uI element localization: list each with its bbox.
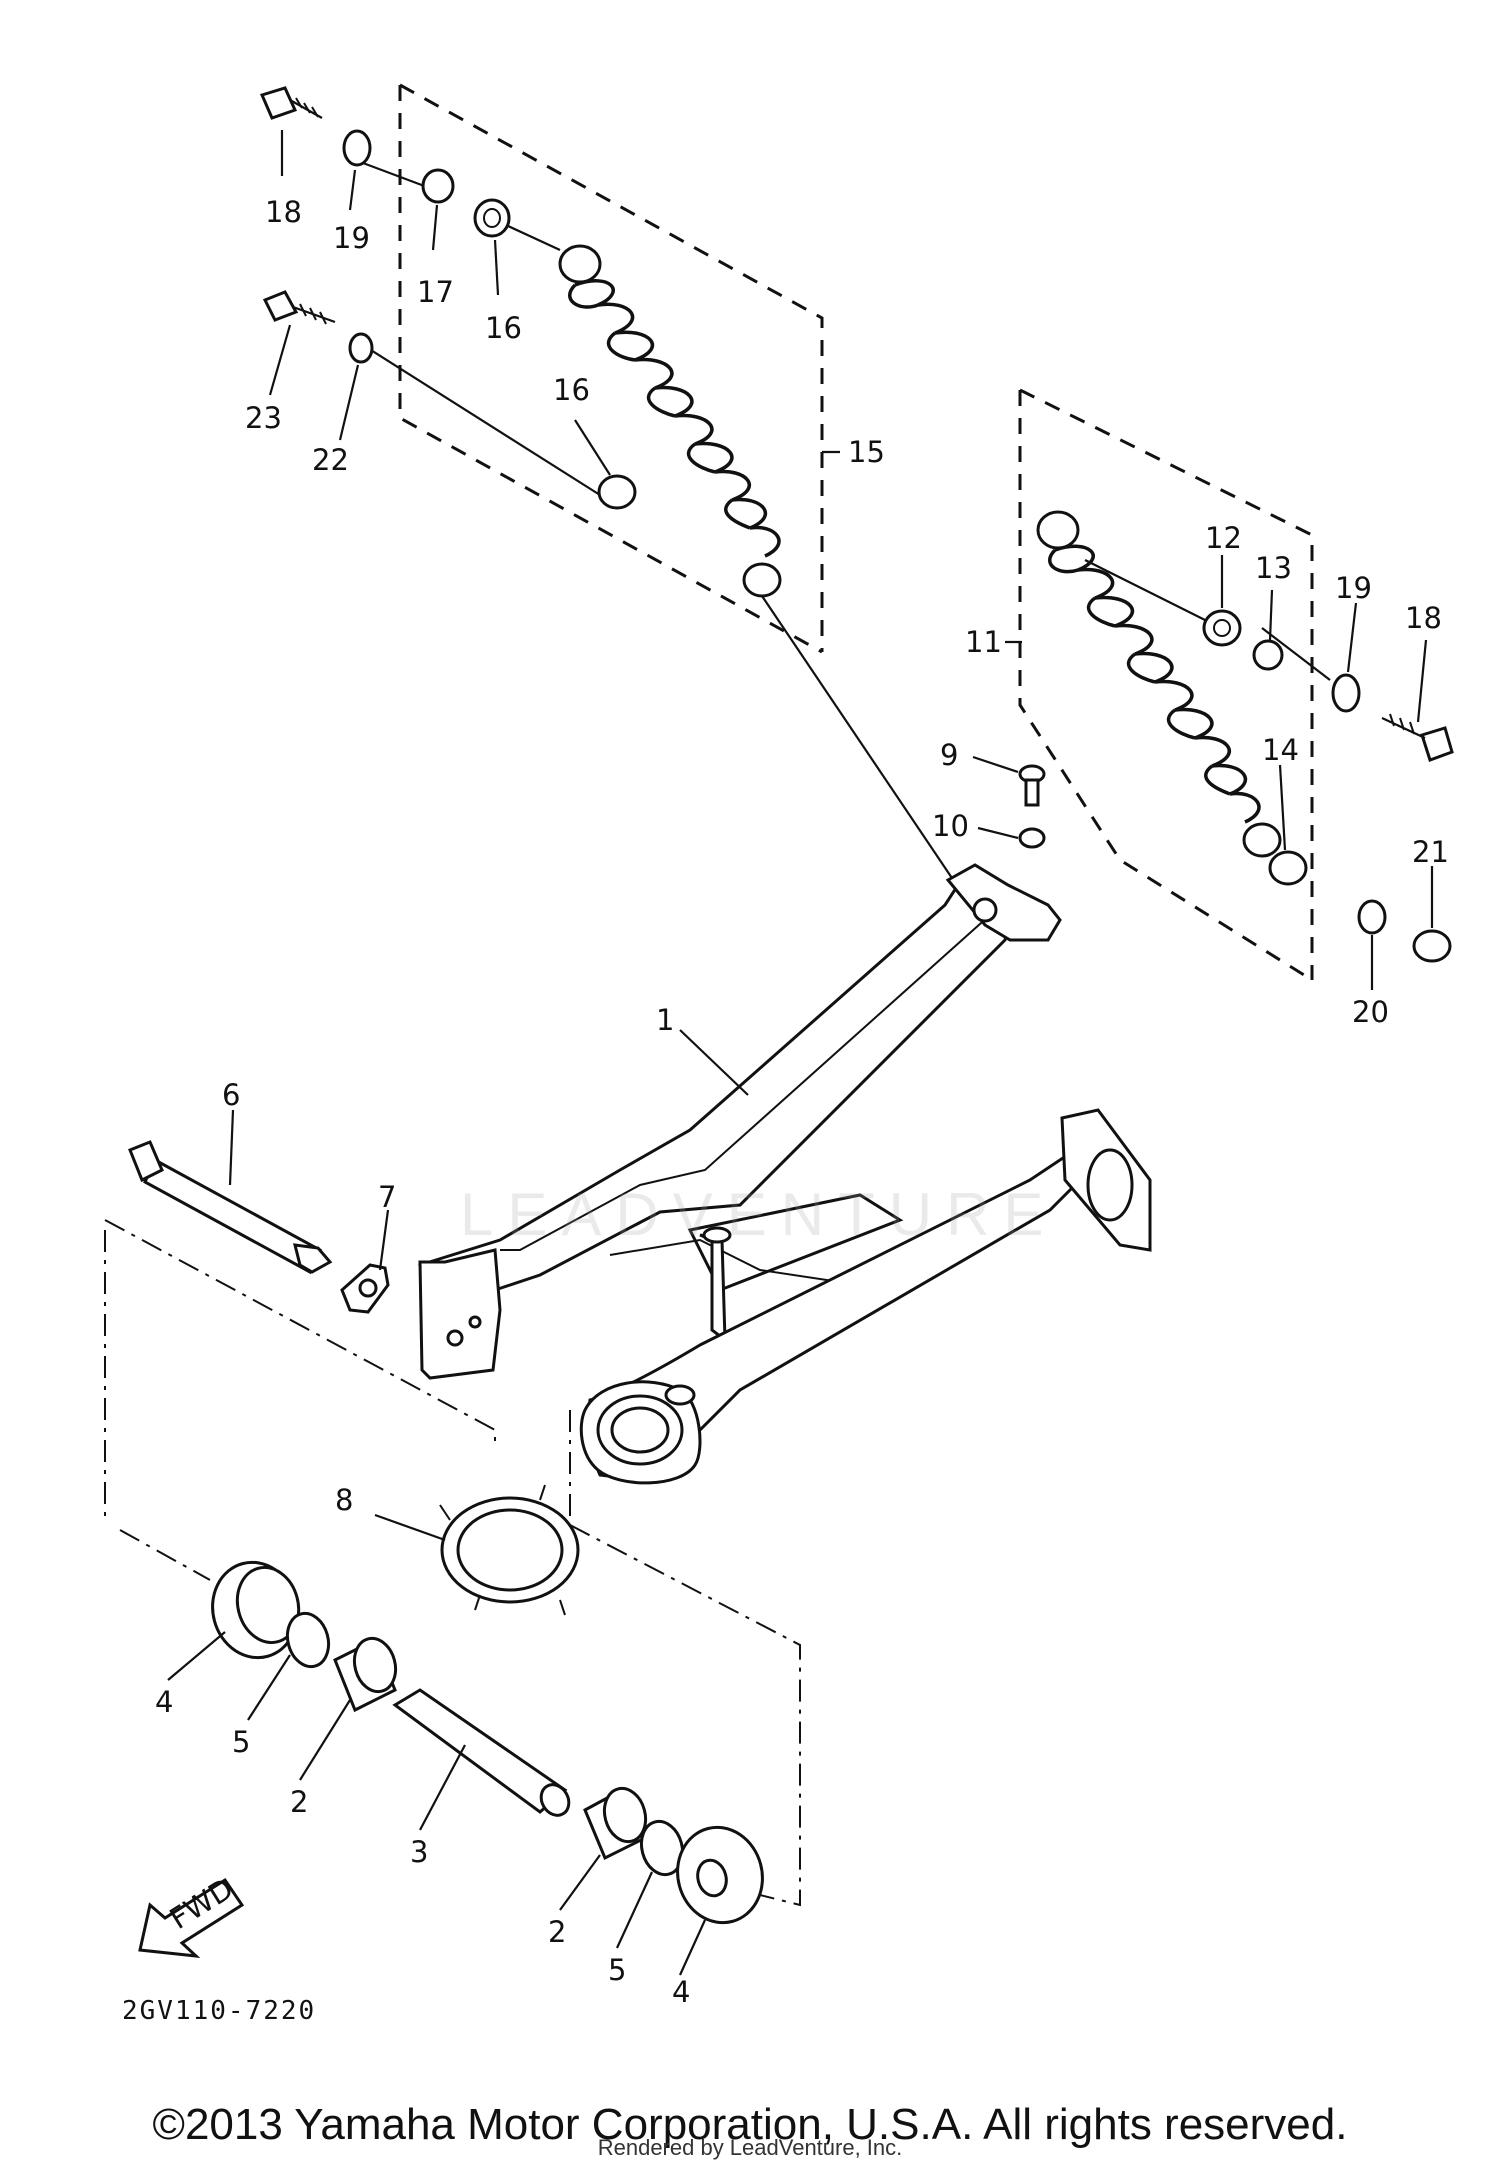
label-4-lower: 4 — [672, 1975, 690, 2009]
label-7: 7 — [378, 1180, 396, 1214]
label-16-upper: 16 — [485, 311, 522, 345]
label-1: 1 — [656, 1003, 674, 1037]
pivot-shaft-6[interactable] — [128, 1140, 333, 1275]
assembly-line — [104, 1219, 496, 1520]
collar-3[interactable] — [392, 1688, 574, 1820]
bushing-14[interactable] — [1268, 850, 1308, 886]
label-5-lower: 5 — [608, 1953, 626, 1987]
washer-19-right[interactable] — [1331, 673, 1361, 713]
group-box-15 — [399, 83, 824, 652]
label-2-upper: 2 — [290, 1785, 308, 1819]
label-5-upper: 5 — [232, 1725, 250, 1759]
label-20: 20 — [1352, 995, 1389, 1029]
seal-8[interactable] — [439, 1484, 580, 1616]
bolt-18-left[interactable] — [259, 86, 323, 120]
copyright-notice: ©2013 Yamaha Motor Corporation, U.S.A. A… — [152, 2100, 1348, 2149]
label-18-right: 18 — [1405, 601, 1442, 635]
label-19-right: 19 — [1335, 571, 1372, 605]
bushing-16-lower[interactable] — [597, 474, 637, 510]
collar-17[interactable] — [421, 168, 455, 204]
label-2-lower: 2 — [548, 1915, 566, 1949]
part-labels: 18 19 17 16 23 22 16 15 11 12 13 19 18 1… — [155, 195, 1449, 2009]
label-23: 23 — [245, 401, 282, 435]
label-9: 9 — [940, 738, 958, 772]
washer-5-upper[interactable] — [282, 1609, 335, 1672]
washer-10[interactable] — [1018, 827, 1046, 849]
label-6: 6 — [222, 1078, 240, 1112]
bearing-2-upper[interactable] — [333, 1634, 401, 1713]
fwd-arrow-icon: FWD — [138, 1871, 245, 1958]
bushing-16-upper[interactable] — [473, 198, 511, 238]
cover-4-lower[interactable] — [667, 1818, 773, 1932]
leader-lines — [167, 130, 1434, 1976]
collar-13[interactable] — [1252, 639, 1284, 671]
label-13: 13 — [1255, 551, 1292, 585]
nut-20[interactable] — [1357, 899, 1387, 935]
label-18-left: 18 — [265, 195, 302, 229]
plate-7[interactable] — [340, 1263, 390, 1314]
label-8: 8 — [335, 1483, 353, 1517]
shock-absorber-15[interactable] — [558, 244, 782, 598]
group-box-11 — [1019, 388, 1314, 980]
swingarm-1[interactable] — [418, 863, 1152, 1485]
label-22: 22 — [312, 443, 349, 477]
label-3: 3 — [410, 1835, 428, 1869]
label-16-lower: 16 — [553, 373, 590, 407]
label-19-left: 19 — [333, 221, 370, 255]
cap-21[interactable] — [1412, 929, 1452, 963]
washer-5-lower[interactable] — [636, 1817, 689, 1880]
label-21: 21 — [1412, 835, 1449, 869]
bolt-9[interactable] — [1018, 764, 1046, 807]
label-12: 12 — [1205, 521, 1242, 555]
shock-absorber-11[interactable] — [1036, 510, 1282, 858]
diagram-code: 2GV110-7220 — [122, 1996, 317, 2026]
watermark: LEADVENTURE — [460, 1181, 1058, 1248]
label-11: 11 — [965, 625, 1002, 659]
bolt-23[interactable] — [262, 290, 336, 325]
label-15: 15 — [848, 435, 885, 469]
label-10: 10 — [932, 809, 969, 843]
label-4-upper: 4 — [155, 1685, 173, 1719]
label-14: 14 — [1262, 733, 1299, 767]
washer-19-left[interactable] — [342, 129, 372, 167]
bolt-18-right[interactable] — [1381, 713, 1454, 762]
nut-22[interactable] — [348, 332, 374, 364]
bushing-12[interactable] — [1202, 609, 1242, 647]
label-17: 17 — [417, 275, 454, 309]
rendered-by-note: Rendered by LeadVenture, Inc. — [597, 2135, 903, 2160]
cover-4-upper[interactable] — [202, 1553, 308, 1667]
